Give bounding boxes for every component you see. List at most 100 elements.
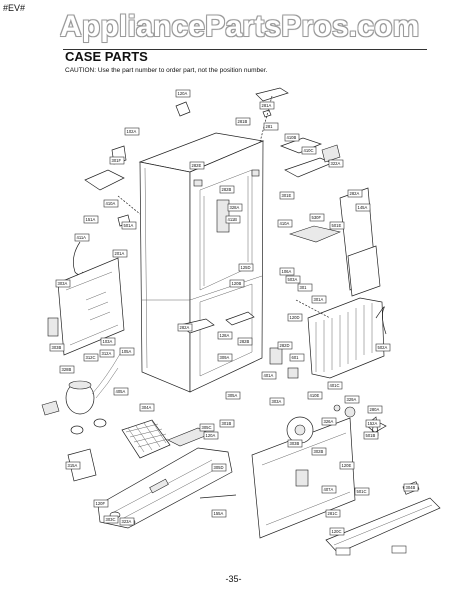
callout-tag: 305D (211, 463, 227, 472)
callout-tag (335, 547, 351, 556)
svg-text:303B: 303B (290, 441, 300, 446)
front-grille-plate (199, 481, 441, 554)
svg-text:501B: 501B (366, 433, 376, 438)
svg-text:405A: 405A (116, 389, 126, 394)
svg-text:301A: 301A (314, 297, 324, 302)
svg-text:301F: 301F (112, 158, 122, 163)
callout-tag: 312C (83, 353, 99, 362)
svg-text:106A: 106A (282, 269, 292, 274)
svg-text:303A: 303A (58, 281, 68, 286)
svg-text:152A: 152A (368, 421, 378, 426)
callout-tag: 601 (289, 353, 305, 362)
svg-text:329A: 329A (347, 397, 357, 402)
svg-text:280A: 280A (370, 407, 380, 412)
callout-tag: 410A (103, 199, 119, 208)
callout-tag: 120A (203, 431, 219, 440)
callout-tag: 120E (339, 461, 355, 470)
callout-tag: 411A (74, 233, 90, 242)
callout-tag: 501E (329, 221, 345, 230)
callout-tag: 407A (321, 485, 337, 494)
callout-tag: 152A (365, 419, 381, 428)
callout-tag: 282B (237, 337, 253, 346)
callout-tag: 282A (347, 189, 363, 198)
callout-tag: 411B (225, 215, 241, 224)
cabinet-outline (138, 132, 265, 393)
callout-tag: 410C (301, 146, 317, 155)
callout-tag: 120A (175, 89, 191, 98)
svg-text:328B: 328B (62, 367, 72, 372)
svg-text:302B: 302B (314, 449, 324, 454)
svg-text:401A: 401A (264, 373, 274, 378)
svg-text:155A: 155A (214, 511, 224, 516)
svg-text:303C: 303C (106, 517, 116, 522)
svg-text:410A: 410A (106, 201, 116, 206)
callout-tag: 120F (93, 499, 109, 508)
svg-text:281B: 281B (238, 119, 248, 124)
callout-tag: 303A (55, 279, 71, 288)
callout-tag: 282E (189, 161, 205, 170)
svg-text:120F: 120F (96, 501, 106, 506)
callout-tag: 326A (321, 417, 337, 426)
callout-tag: 128A (217, 331, 233, 340)
svg-text:120A: 120A (206, 433, 216, 438)
svg-text:120B: 120B (232, 281, 242, 286)
caution-note: CAUTION: Use the part number to order pa… (65, 67, 268, 74)
svg-text:407A: 407A (324, 487, 334, 492)
svg-text:411B: 411B (228, 217, 238, 222)
callout-tag: 312A (99, 349, 115, 358)
callout-tag: 201A (112, 249, 128, 258)
callout-tag: 502A (375, 343, 391, 352)
callout-tag: 301F (109, 156, 125, 165)
svg-text:501C: 501C (357, 489, 367, 494)
callout-tag: 106A (279, 267, 295, 276)
callout-tag: 151A (83, 215, 99, 224)
callout-tag: 301A (311, 295, 327, 304)
svg-text:304A: 304A (142, 405, 152, 410)
svg-text:282A: 282A (180, 325, 190, 330)
callout-tag: 282D (277, 341, 293, 350)
callout-tag: 102A (124, 127, 140, 136)
watermark-logo: AppliancePartsPros.com (60, 10, 420, 43)
svg-text:281: 281 (266, 124, 274, 129)
svg-text:151A: 151A (86, 217, 96, 222)
callout-tag: 120C (329, 527, 345, 536)
upper-left-parts (73, 145, 141, 275)
callout-tag: 304A (139, 403, 155, 412)
callout-tag: 305A (225, 391, 241, 400)
callout-tag: 410A (277, 219, 293, 228)
callout-tag: 322A (328, 159, 344, 168)
callout-tag: 530F (309, 213, 325, 222)
svg-text:303A: 303A (272, 399, 282, 404)
left-side-panel (47, 257, 125, 356)
machine-compartment-cover (251, 417, 356, 539)
svg-text:281C: 281C (328, 511, 338, 516)
svg-text:282D: 282D (280, 343, 290, 348)
svg-text:309A: 309A (220, 355, 230, 360)
svg-text:105A: 105A (122, 349, 132, 354)
svg-text:411A: 411A (77, 235, 87, 240)
svg-text:530F: 530F (312, 215, 322, 220)
base-plate (67, 427, 233, 529)
callout-tag: 155A (211, 509, 227, 518)
svg-text:503A: 503A (288, 277, 298, 282)
callout-tag: 401A (261, 371, 277, 380)
svg-text:601: 601 (292, 355, 300, 360)
callout-tag: 120B (229, 279, 245, 288)
svg-text:281A: 281A (262, 103, 272, 108)
callout-tag: 323A (119, 517, 135, 526)
top-hinge-parts (175, 87, 341, 178)
svg-text:304B: 304B (406, 485, 416, 490)
callout-tag: 305C (199, 423, 215, 432)
svg-text:120D: 120D (290, 315, 300, 320)
callout-tag: 281B (235, 117, 251, 126)
page-number: -35- (225, 574, 242, 584)
svg-text:410E: 410E (310, 393, 320, 398)
compressor-assembly (41, 353, 121, 435)
svg-text:102A: 102A (127, 129, 137, 134)
svg-text:120A: 120A (178, 91, 188, 96)
svg-text:328A: 328A (230, 205, 240, 210)
svg-text:125D: 125D (241, 265, 251, 270)
callout-tag: 303B (49, 343, 65, 352)
callout-tag: 301 (297, 283, 313, 292)
